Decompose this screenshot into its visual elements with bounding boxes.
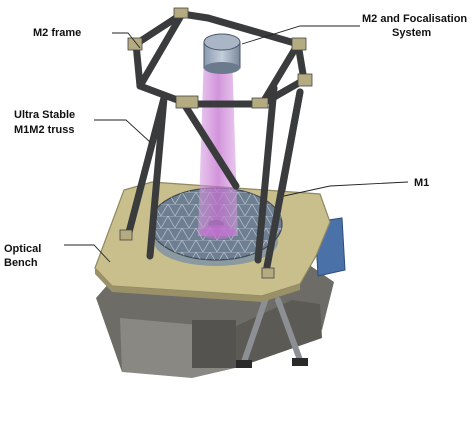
beam-spot (200, 225, 236, 239)
label-truss-line2: M1M2 truss (14, 124, 75, 136)
truss-struts (124, 84, 304, 276)
label-bench-line2: Bench (4, 257, 38, 269)
label-m2-focalisation-line2: System (392, 27, 431, 39)
light-beam (198, 52, 238, 236)
leg-feet (236, 358, 308, 368)
support-legs (241, 295, 303, 365)
frame-joints (119, 7, 313, 279)
label-m1: M1 (414, 177, 429, 189)
label-m2-focalisation-line1: M2 and Focalisation (362, 13, 467, 25)
bench-edge (95, 268, 300, 302)
leader-lines (64, 25, 409, 263)
label-truss-line1: Ultra Stable (14, 109, 75, 121)
label-bench-line1: Optical (4, 243, 41, 255)
label-m2-frame: M2 frame (33, 27, 81, 39)
m2-focalisation-system (203, 33, 241, 74)
